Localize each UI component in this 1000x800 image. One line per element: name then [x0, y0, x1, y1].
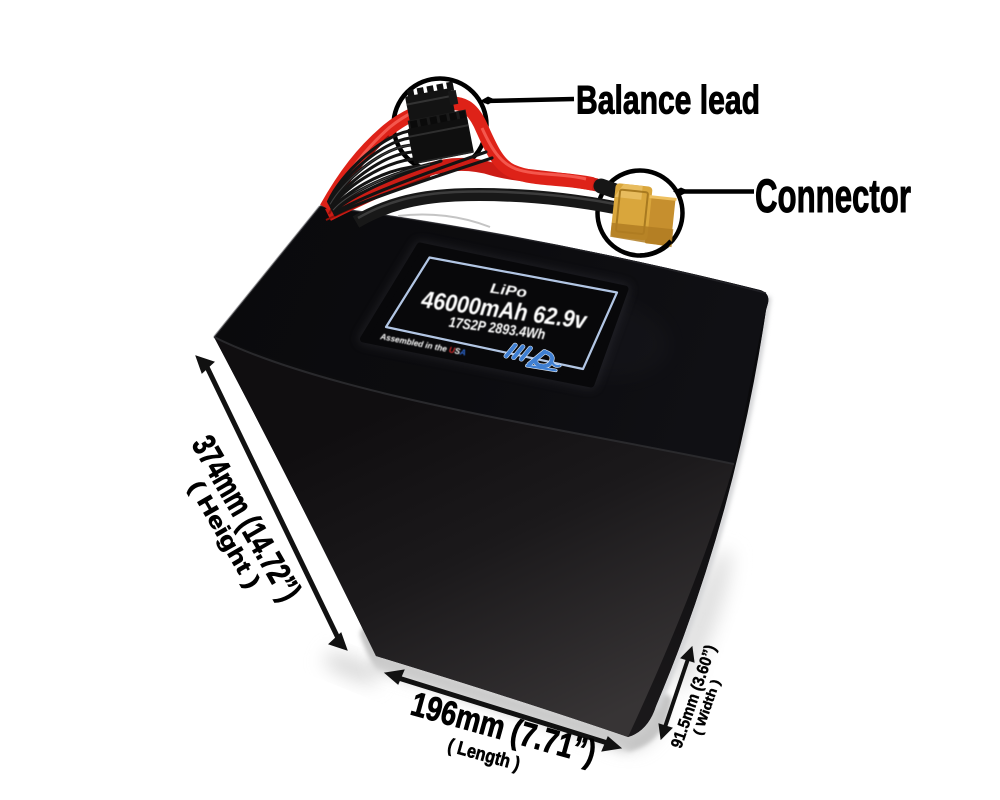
svg-text:LiPo: LiPo: [489, 280, 528, 301]
svg-text:Balance lead: Balance lead: [576, 79, 760, 123]
svg-text:Connector: Connector: [755, 169, 911, 222]
